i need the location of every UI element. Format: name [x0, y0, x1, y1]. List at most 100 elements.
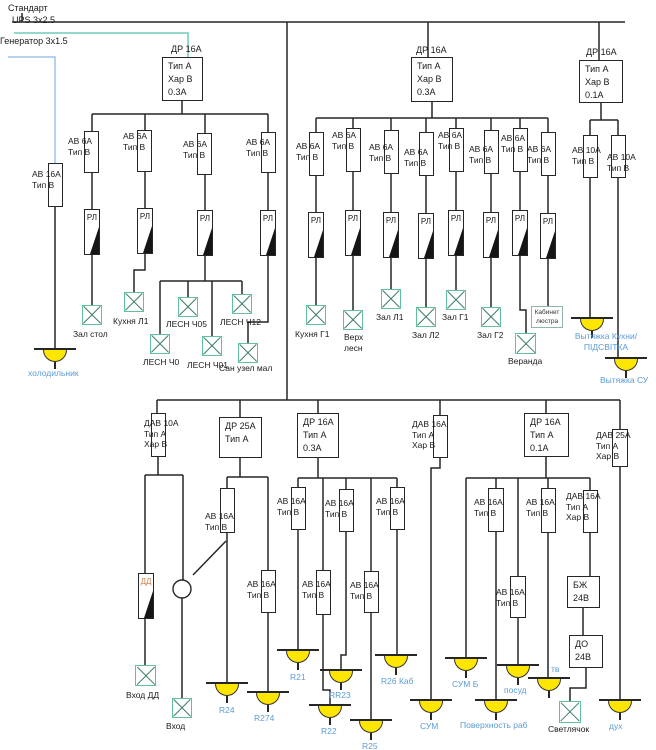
breaker-b5c3-label: АВ 16А Тип В: [526, 497, 555, 518]
relay-m2-label: РЛ: [347, 214, 359, 223]
relay-m7: РЛ: [512, 210, 528, 256]
lamp-r25: [350, 719, 392, 740]
breaker-b5c3: [541, 488, 556, 533]
load-kuhnya-l1-label: Кухня Л1: [113, 316, 149, 326]
rcd-mid-title: ДР 16А: [416, 45, 447, 55]
relay-m5-label: РЛ: [450, 214, 462, 223]
load-zal-stol-label: Зал стол: [73, 329, 108, 339]
breaker-l2: [137, 130, 152, 172]
breaker-b3c4-label: АВ 16А Тип В: [350, 580, 379, 601]
lamp-holodilnik-label: холодильник: [28, 368, 79, 378]
breaker-m2: [346, 128, 361, 172]
relay-l1: РЛ: [84, 209, 100, 255]
lamp-rr23-bar: [320, 669, 362, 671]
lamp-tv-dome: [537, 679, 561, 691]
load-lesn-ch01: [202, 336, 222, 356]
lamp-r21: [277, 649, 319, 670]
relay-l1-wedge: [90, 227, 99, 254]
wire-generator-branch: [8, 56, 56, 163]
lamp-r24-tick: [226, 696, 228, 703]
lamp-poverhnost-rab-bar: [475, 699, 517, 701]
lamp-rr23-dome: [329, 671, 353, 683]
relay-m7-label: РЛ: [514, 214, 526, 223]
load-veranda: [515, 333, 536, 354]
wire-sum: [430, 458, 441, 700]
lamp-vytyazhka-kuhni-dome: [580, 319, 604, 331]
breaker-b3c3-label: АВ 16А Тип В: [325, 498, 354, 519]
wire-ups-branch: [14, 32, 189, 58]
breaker-m3: [384, 130, 399, 174]
lamp-posud-dome: [506, 666, 530, 678]
lamp-rr23: [320, 669, 362, 690]
lamp-posud-tick: [517, 678, 519, 685]
feed-standart-label: Стандарт: [8, 3, 48, 13]
lamp-vytyazhka-su-bar: [605, 357, 647, 359]
lamp-r26-kab-tick: [395, 668, 397, 675]
lamp-poverhnost-rab-dome: [484, 701, 508, 713]
load-zal-stol: [82, 305, 102, 325]
wire-leader: [192, 540, 227, 576]
lamp-tv-bar: [528, 677, 570, 679]
breaker-b5c2-label: АВ 16А Тип В: [496, 587, 525, 608]
breaker-ab16-generator-label: АВ 16А Тип В: [32, 169, 61, 190]
lamp-sum-b-bar: [445, 657, 487, 659]
lamp-r26-kab: [375, 654, 417, 675]
relay-l4-label: РЛ: [262, 214, 274, 223]
breaker-l2-label: АВ 6А Тип В: [123, 131, 148, 152]
lamp-tv-tick: [548, 691, 550, 698]
lamp-r274-tick: [267, 705, 269, 712]
breaker-l1-label: АВ 6А Тип В: [68, 136, 93, 157]
lamp-sum-label: СУМ: [420, 721, 439, 731]
relay-m1-label: РЛ: [310, 216, 322, 225]
lamp-r24-label: R24: [219, 705, 235, 715]
relay-m3-wedge: [389, 230, 398, 257]
breaker-l4: [261, 132, 276, 173]
lamp-tv: [528, 677, 570, 698]
load-zal-l1: [381, 289, 401, 309]
lamp-poverhnost-rab: [475, 699, 517, 720]
lamp-duh: [599, 699, 641, 720]
relay-m3-label: РЛ: [385, 216, 397, 225]
lamp-r22: [309, 704, 351, 725]
relay-l3-wedge: [203, 228, 212, 255]
load-lesn-ch01-label: ЛЕСН Ч01: [187, 360, 229, 370]
lamp-holodilnik-dome: [43, 350, 67, 362]
lamp-tv-label: тв: [551, 664, 560, 674]
relay-m5-wedge: [454, 228, 463, 255]
breaker-m6-label: АВ 6А Тип В: [469, 144, 494, 165]
relay-m1: РЛ: [308, 212, 324, 258]
breaker-b2c1-label: АВ 16А Тип В: [205, 511, 234, 532]
lamp-r22-label: R22: [321, 726, 337, 736]
relay-m8-label: РЛ: [542, 217, 554, 226]
relay-l4: РЛ: [260, 210, 276, 256]
load-zal-g2-label: Зал Г2: [477, 330, 504, 340]
lamp-sum-b-label: СУМ Б: [452, 679, 479, 689]
lamp-duh-tick: [619, 713, 621, 720]
lamp-r274-label: R274: [254, 713, 275, 723]
breaker-dav16-sum-label: ДАВ 16А Тип А Хар В: [412, 419, 447, 450]
lamp-poverhnost-rab-tick: [495, 713, 497, 720]
lamp-r24: [206, 682, 248, 703]
breaker-m4: [419, 132, 434, 176]
relay-m2: РЛ: [345, 210, 361, 256]
lamp-sum-b-dome: [454, 659, 478, 671]
psu-bj-24v: БЖ 24В: [567, 576, 600, 608]
breaker-b3c5-label: АВ 16А Тип В: [376, 496, 405, 517]
lamp-r26-kab-bar: [375, 654, 417, 656]
wire-r22: [322, 615, 331, 705]
relay-m8: РЛ: [540, 213, 556, 259]
lamp-poverhnost-rab-label: Поверхность раб: [460, 720, 528, 730]
lamp-holodilnik: [34, 348, 76, 369]
lamp-duh-dome: [608, 701, 632, 713]
breaker-ab10-right-label: АВ 10А Тип В: [607, 152, 636, 173]
lamp-r274: [247, 691, 289, 712]
breaker-dav25-label: ДАВ 25А Тип А Хар В: [596, 430, 631, 461]
breaker-l3: [197, 133, 212, 175]
lamp-r22-dome: [318, 706, 342, 718]
breaker-b2c1: [220, 488, 235, 533]
breaker-ab16-generator: [48, 163, 63, 207]
load-kuhnya-l1: [124, 292, 144, 312]
breaker-m4-label: АВ 6А Тип В: [404, 147, 429, 168]
lamp-duh-label: дух: [609, 721, 623, 731]
load-zal-g2: [481, 307, 501, 327]
